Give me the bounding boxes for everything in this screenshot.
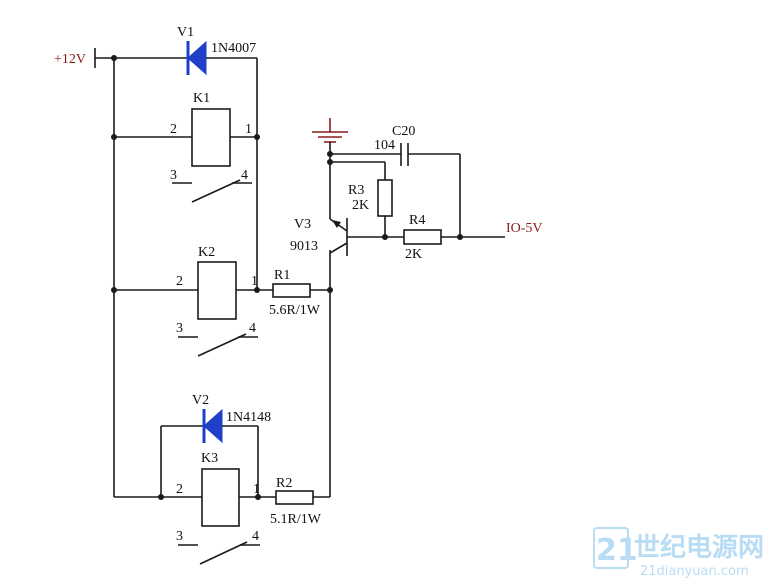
relay-k1-pin3: 3 (170, 168, 177, 183)
supply-net: +12V (54, 48, 188, 68)
relay-k3-pin4: 4 (252, 529, 259, 544)
diode-v2-triangle (203, 408, 223, 444)
capacitor-c20-ref: C20 (392, 124, 415, 139)
transistor-v3-collector (329, 242, 348, 254)
resistor-r3-value: 2K (352, 198, 369, 213)
diode-v2: V2 1N4148 (192, 393, 271, 444)
resistor-r2-ref: R2 (276, 476, 292, 491)
resistor-r1-body (272, 283, 311, 298)
resistor-r4-body (403, 229, 442, 245)
resistor-r4-value: 2K (405, 247, 422, 262)
resistor-r1: R1 5.6R/1W (269, 268, 330, 318)
io-net-label: IO-5V (506, 221, 543, 236)
resistor-r4-ref: R4 (409, 213, 425, 228)
diode-v1: V1 1N4007 (177, 25, 257, 76)
resistor-r4: R4 2K (385, 213, 505, 262)
resistor-r2-value: 5.1R/1W (270, 512, 322, 527)
diode-v1-triangle (187, 40, 207, 76)
resistor-r1-ref: R1 (274, 268, 290, 283)
resistor-r2-body (275, 490, 314, 505)
relay-k1-pin1: 1 (245, 122, 252, 137)
watermark-url: 21dianyuan.com (640, 564, 749, 579)
transistor-v3-emitter-arrow (332, 220, 341, 228)
resistor-r3: R3 2K (330, 161, 393, 237)
relay-k3-pin3: 3 (176, 529, 183, 544)
relay-k2-pin4: 4 (249, 321, 256, 336)
relay-k3: K3 2 1 3 4 (176, 451, 276, 565)
diode-v1-part: 1N4007 (211, 41, 256, 56)
diode-v2-part: 1N4148 (226, 410, 271, 425)
junction-dot (111, 55, 117, 61)
relay-k1-pin2: 2 (170, 122, 177, 137)
watermark: 21 世纪电源网 21dianyuan.com (593, 527, 764, 579)
relay-k1-ref: K1 (193, 91, 210, 106)
relay-k3-coil (201, 468, 240, 527)
supply-label: +12V (54, 52, 86, 67)
transistor-v3: V3 9013 (290, 154, 385, 256)
relay-k2-pin2: 2 (176, 274, 183, 289)
relay-k1-pin4: 4 (241, 168, 248, 183)
resistor-r2: R2 5.1R/1W (270, 476, 330, 527)
diode-v1-ref: V1 (177, 25, 194, 40)
relay-k2: K2 2 1 3 4 (114, 245, 273, 357)
relay-k3-pin2: 2 (176, 482, 183, 497)
watermark-logo: 21 (596, 533, 638, 568)
resistor-r3-ref: R3 (348, 183, 364, 198)
capacitor-c20-value: 104 (374, 138, 395, 153)
resistor-r1-value: 5.6R/1W (269, 303, 321, 318)
relay-k3-ref: K3 (201, 451, 218, 466)
ground-symbol (312, 118, 348, 154)
watermark-logo-frame (593, 527, 629, 569)
relay-k3-contact-blade (199, 541, 248, 565)
relay-k1: K1 2 1 3 4 (114, 91, 257, 203)
relay-k2-pin3: 3 (176, 321, 183, 336)
relay-k2-pin1: 1 (251, 274, 258, 289)
watermark-brand: 世纪电源网 (634, 532, 764, 563)
relay-k2-ref: K2 (198, 245, 215, 260)
relay-k2-coil (197, 261, 237, 320)
diode-v2-ref: V2 (192, 393, 209, 408)
relay-k1-coil (191, 108, 231, 167)
capacitor-c20: C20 104 (330, 124, 460, 166)
transistor-v3-part: 9013 (290, 239, 318, 254)
transistor-v3-ref: V3 (294, 217, 311, 232)
relay-k3-pin1: 1 (253, 482, 260, 497)
resistor-r3-body (377, 179, 393, 217)
junction-dot (457, 234, 463, 240)
